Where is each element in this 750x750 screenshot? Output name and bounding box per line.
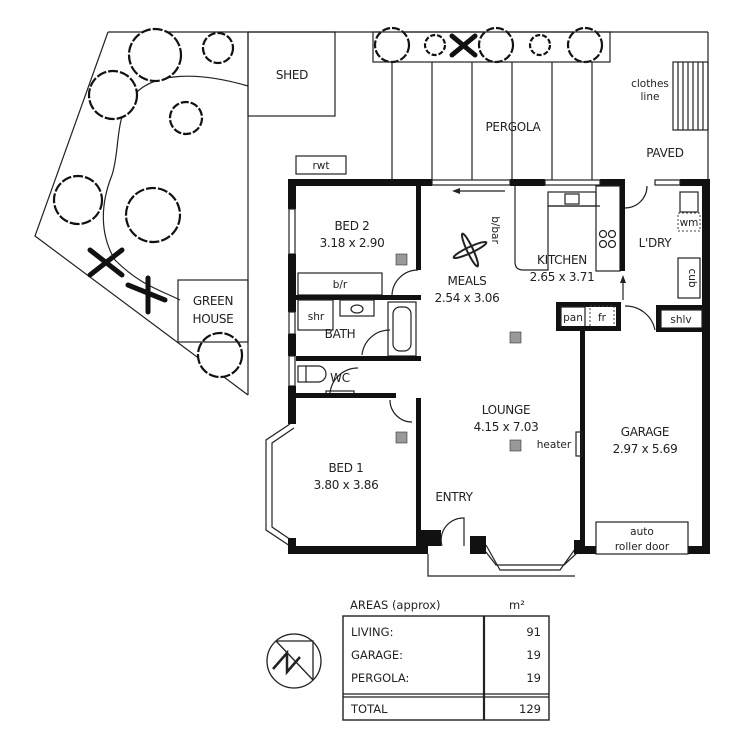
meals-label: MEALS (448, 274, 487, 288)
svg-text:b/bar: b/bar (489, 216, 501, 244)
svg-text:19: 19 (526, 648, 541, 662)
wc-label: WC (330, 371, 350, 385)
shed-label: SHED (276, 68, 308, 82)
svg-text:b/r: b/r (333, 279, 348, 291)
laundry-label: L'DRY (639, 236, 673, 250)
bed2-label: BED 2 (334, 219, 369, 233)
svg-text:HOUSE: HOUSE (193, 312, 234, 326)
svg-text:129: 129 (519, 702, 541, 716)
svg-text:roller door: roller door (615, 541, 670, 553)
interior-walls: b/r shr BATH WC (296, 185, 706, 547)
kitchen-label: KITCHEN (537, 253, 587, 267)
entry-label: ENTRY (435, 490, 473, 504)
bath-label: BATH (325, 327, 356, 341)
garage-label: GARAGE (621, 425, 669, 439)
north-arrow-icon (266, 633, 322, 689)
svg-text:m²: m² (509, 598, 525, 612)
svg-text:91: 91 (526, 625, 541, 639)
lounge-label: LOUNGE (482, 403, 531, 417)
svg-text:shlv: shlv (670, 314, 691, 326)
svg-text:AREAS (approx): AREAS (approx) (350, 598, 441, 612)
shed: SHED (247, 31, 336, 117)
meals-size: 2.54 x 3.06 (435, 291, 500, 305)
svg-text:GREEN: GREEN (193, 294, 233, 308)
clothes-line: clothes line PAVED (631, 61, 709, 160)
bed1-label: BED 1 (328, 461, 363, 475)
svg-text:cub: cub (686, 268, 698, 287)
svg-text:shr: shr (308, 311, 325, 323)
kitchen-size: 2.65 x 3.71 (530, 270, 595, 284)
bed1-size: 3.80 x 3.86 (314, 478, 379, 492)
svg-text:TOTAL: TOTAL (350, 702, 388, 716)
svg-text:wm: wm (680, 217, 699, 229)
svg-text:auto: auto (630, 526, 654, 538)
garage-size: 2.97 x 5.69 (613, 442, 678, 456)
house-walls: auto roller door (265, 179, 710, 577)
svg-text:rwt: rwt (312, 160, 329, 172)
green-house: GREEN HOUSE (177, 279, 249, 343)
svg-text:LIVING:: LIVING: (351, 625, 393, 639)
lounge-size: 4.15 x 7.03 (474, 420, 539, 434)
svg-text:clothes: clothes (631, 78, 669, 90)
ceiling-fan-icon (452, 232, 488, 268)
pergola: PERGOLA (372, 31, 611, 180)
svg-text:line: line (641, 91, 660, 103)
bed2-size: 3.18 x 2.90 (320, 236, 385, 250)
svg-text:pan: pan (563, 312, 583, 324)
svg-text:PERGOLA:: PERGOLA: (351, 671, 409, 685)
rainwater-tank: rwt (295, 155, 347, 175)
svg-text:fr: fr (598, 312, 607, 324)
svg-text:GARAGE:: GARAGE: (351, 648, 403, 662)
paved-label: PAVED (646, 146, 684, 160)
room-labels: BED 2 3.18 x 2.90 MEALS 2.54 x 3.06 KITC… (314, 219, 678, 504)
pergola-label: PERGOLA (486, 120, 542, 134)
tree-icons (52, 26, 604, 379)
svg-text:heater: heater (537, 439, 572, 451)
svg-text:19: 19 (526, 671, 541, 685)
areas-table: AREAS (approx) m² LIVING: 91 GARAGE: 19 … (342, 598, 550, 721)
